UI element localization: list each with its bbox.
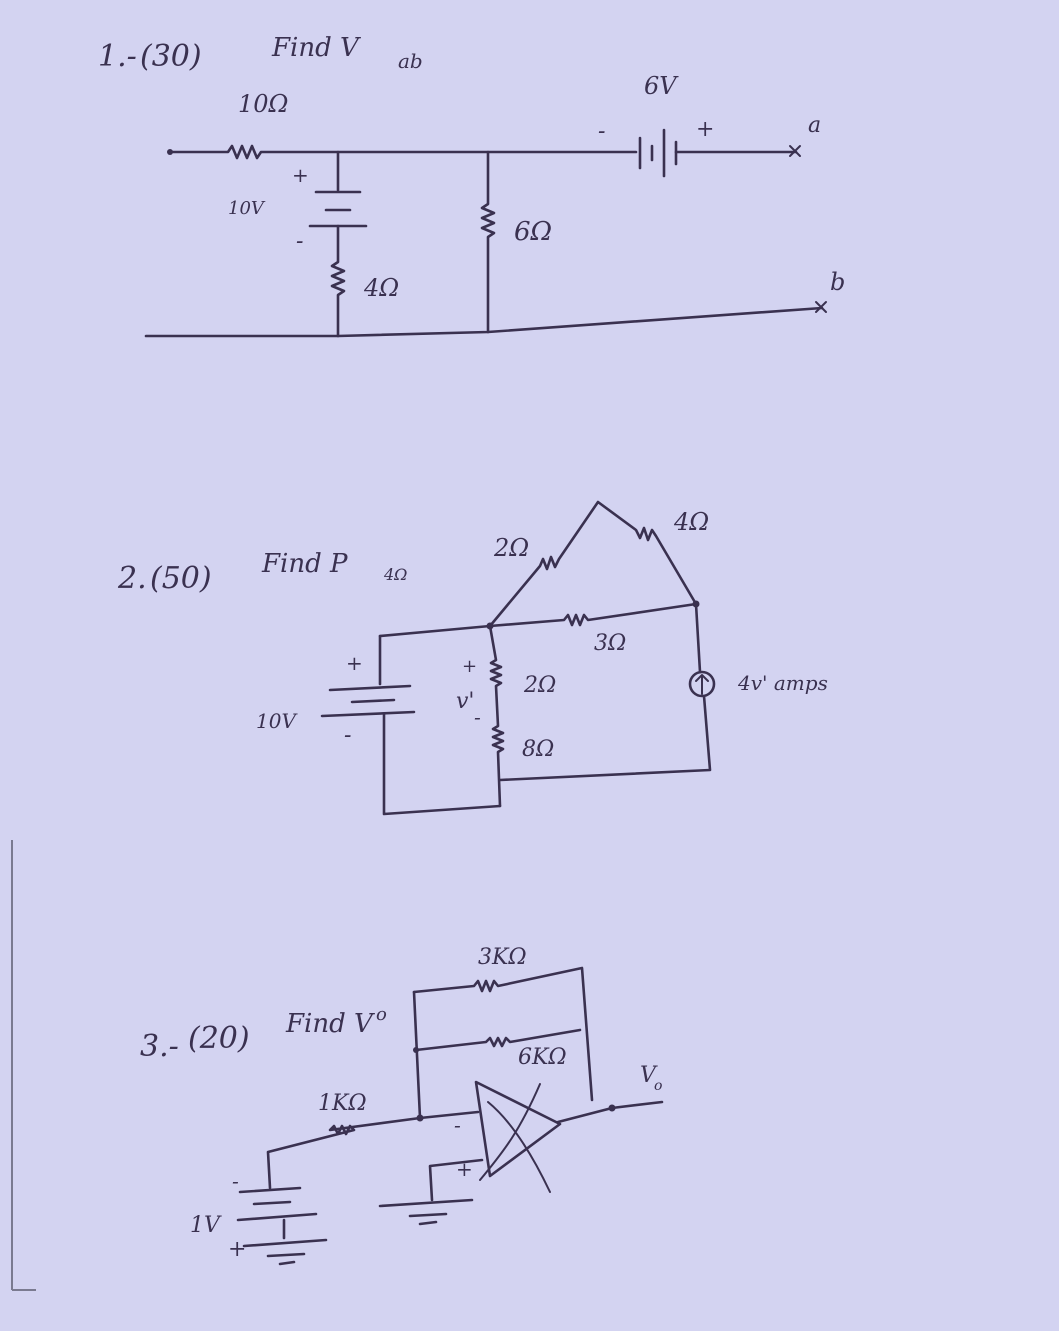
c2-r-top-right-label: 4Ω <box>673 508 709 536</box>
c2-dep-source-top-lead <box>694 602 702 674</box>
c3-ground-2-bar-1 <box>378 1198 474 1208</box>
c2-control-plus: + <box>462 656 477 677</box>
problem-2-points: (50) <box>150 561 212 596</box>
c1-source-right-plus: + <box>696 117 714 142</box>
c2-triangle-branch <box>488 500 698 628</box>
problem-1: 1.- (30) Find V ab <box>98 33 845 338</box>
c3-feedback-left-wire <box>412 990 422 1120</box>
c3-ground-2-bar-3 <box>418 1220 438 1226</box>
c1-left-terminal <box>167 149 173 155</box>
c3-ground-2-bar-2 <box>408 1212 448 1218</box>
c2-dep-source-arrow-icon <box>695 674 709 695</box>
c3-source-label: 1V <box>190 1213 222 1238</box>
c3-opamp-minus: - <box>454 1113 461 1137</box>
c1-source-left-label: 10V <box>228 198 266 219</box>
c2-10v-long-plate-2 <box>320 710 416 718</box>
c2-r-top-left-label: 2Ω <box>493 534 529 562</box>
c2-10v-long-plate <box>328 684 412 692</box>
c3-opamp-triangle <box>474 1080 562 1178</box>
c2-dep-source-circle <box>688 670 716 698</box>
c2-source-plus: + <box>346 651 363 675</box>
c1-r-mid-label: 6Ω <box>514 217 552 247</box>
c1-6ohm-branch <box>480 150 496 334</box>
c2-control-var-label: v' <box>456 689 474 714</box>
circuit-2: 10V + - 2Ω 4Ω 3Ω 2Ω 8Ω v' + - 4v' amps <box>256 500 828 816</box>
c3-source-plus: + <box>228 1237 246 1262</box>
c3-6k-feedback <box>414 1028 582 1052</box>
problem-3-task: Find V <box>285 1009 375 1039</box>
c2-source-bottom-lead <box>382 712 502 816</box>
c3-ground-1-bar-2 <box>266 1252 306 1258</box>
problem-1-number: 1.- <box>98 39 137 74</box>
c2-r-bottom-label: 8Ω <box>522 737 554 762</box>
c3-r-feedback-top-label: 3KΩ <box>478 945 527 970</box>
problem-1-task: Find V <box>271 33 361 63</box>
problem-3-points: (20) <box>188 1021 250 1056</box>
problem-3-subscript: o <box>376 1004 387 1025</box>
c1-terminal-b-label: b <box>830 268 845 296</box>
problem-1-points: (30) <box>140 39 202 74</box>
problem-2: 2. (50) Find P 4Ω 10V <box>117 500 828 816</box>
c1-terminal-a-label: a <box>808 113 821 138</box>
problem-1-subscript: ab <box>398 49 423 73</box>
c1-source-right-minus: - <box>598 119 605 144</box>
c3-r-feedback-bottom-label: 6KΩ <box>518 1045 567 1070</box>
c1-terminal-b-mark <box>815 301 827 313</box>
c2-r-center-label: 2Ω <box>523 673 556 698</box>
c1-top-wire <box>168 144 638 160</box>
c3-output-label: V <box>640 1063 658 1088</box>
c2-center-branch <box>488 624 505 808</box>
c3-inverting-input-wire <box>418 1110 480 1120</box>
c3-3k-feedback <box>412 966 594 1102</box>
c3-1v-long-plate <box>238 1186 302 1194</box>
c2-top-left-wire <box>378 624 492 638</box>
c2-control-minus: - <box>474 705 481 729</box>
c3-noninv-input-wire <box>428 1158 484 1202</box>
c1-terminal-a-mark <box>789 145 801 157</box>
c2-dep-source-label: 4v' amps <box>737 671 828 695</box>
c2-10v-short-plate <box>350 698 396 704</box>
c2-bottom-right-wire <box>498 694 712 782</box>
c3-input-node <box>416 1114 424 1122</box>
c2-3ohm-branch <box>488 602 698 628</box>
problem-2-number: 2. <box>117 561 147 596</box>
c1-r-left-label: 4Ω <box>363 274 399 302</box>
c3-1v-short-plate <box>252 1200 292 1206</box>
c1-bottom-wire <box>144 306 824 338</box>
circuit-3: 3KΩ 6KΩ 1KΩ 1V - + - + V o <box>190 945 664 1266</box>
problem-2-subscript: 4Ω <box>383 565 407 584</box>
problem-2-task: Find P <box>261 549 348 579</box>
problem-3: 3.- (20) Find V o <box>140 945 664 1266</box>
c1-4ohm-branch <box>330 224 346 338</box>
c3-source-minus: - <box>232 1169 239 1193</box>
c1-source-left-plus: + <box>292 163 309 187</box>
c3-opamp-plus: + <box>456 1157 473 1181</box>
c1-source-left-minus: - <box>296 229 303 254</box>
c1-source-right-label: 6V <box>644 72 679 100</box>
c3-1v-long-plate-2 <box>236 1212 318 1222</box>
c3-feedback-node <box>413 1047 419 1053</box>
c3-r-input-label: 1KΩ <box>318 1091 367 1116</box>
c3-opamp-crossout-icon <box>479 1083 551 1193</box>
c3-ground-1-bar-3 <box>278 1260 296 1266</box>
c1-r-series-label: 10Ω <box>238 90 288 118</box>
problem-3-number: 3.- <box>140 1029 179 1064</box>
c2-source-minus: - <box>344 723 351 748</box>
c2-source-label: 10V <box>256 709 298 733</box>
c3-1k-input-branch <box>266 1116 422 1190</box>
c3-output-node <box>608 1104 616 1112</box>
circuit-1: 10Ω 10V + - 4Ω 6Ω 6V - + a b <box>144 72 845 338</box>
c3-output-sub: o <box>654 1078 662 1094</box>
c3-ground-1-bar-1 <box>242 1238 328 1248</box>
c2-r-mid-label: 3Ω <box>594 631 626 656</box>
